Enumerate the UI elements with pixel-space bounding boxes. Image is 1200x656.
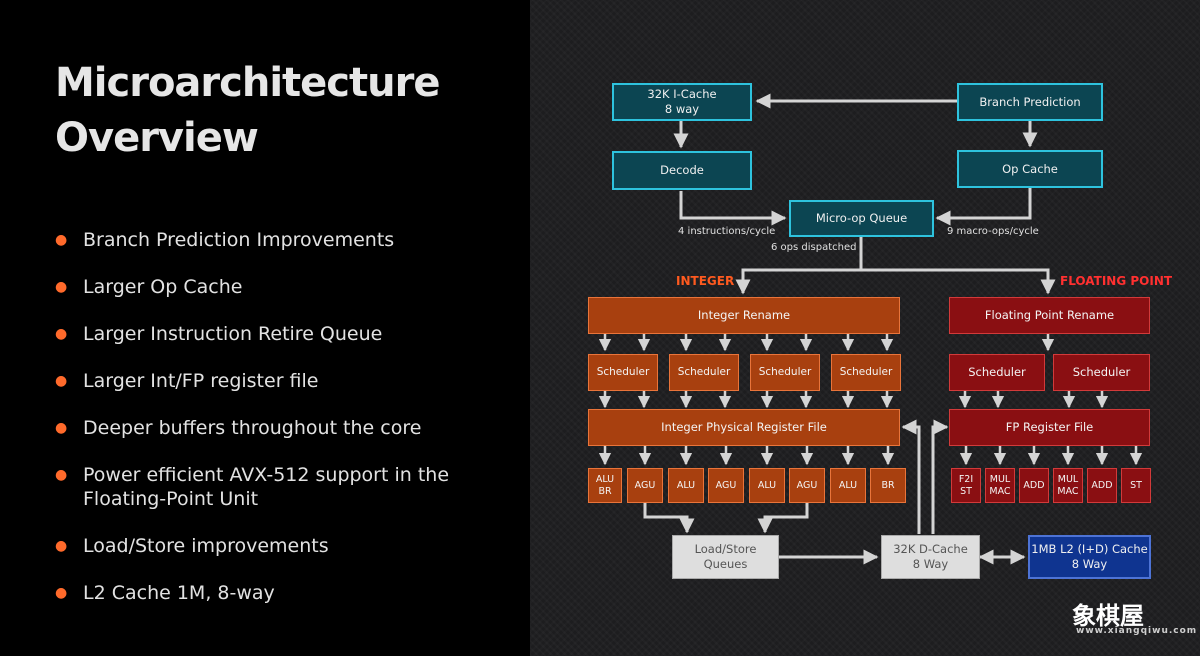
integer-scheduler-box: Scheduler: [831, 354, 901, 391]
bullet-dot-icon: ●: [55, 467, 68, 483]
bullet-text: L2 Cache 1M, 8-way: [83, 582, 275, 604]
decode-box: Decode: [612, 151, 752, 190]
bullet-text: Power efficient AVX-512 support in the F…: [83, 464, 450, 510]
fp-unit-add: ADD: [1019, 468, 1049, 503]
slide-title-line-1: Microarchitecture: [55, 60, 440, 106]
bullet-list: ● Branch Prediction Improvements ● Larger …: [55, 228, 485, 605]
fp-unit-mul-mac: MUL MAC: [1053, 468, 1083, 503]
bullet-item: ● Larger Instruction Retire Queue: [55, 322, 485, 346]
icache-box: 32K I-Cache 8 way: [612, 83, 752, 121]
label-6-ops-dispatched: 6 ops dispatched: [771, 242, 857, 253]
fp-register-file-box: FP Register File: [949, 409, 1150, 446]
integer-heading: INTEGER: [676, 274, 735, 288]
integer-unit-alu: ALU: [668, 468, 704, 503]
fp-unit-add: ADD: [1087, 468, 1117, 503]
bullet-item: ● Load/Store improvements: [55, 534, 485, 558]
bullet-dot-icon: ●: [55, 420, 68, 436]
integer-unit-alu: ALU: [830, 468, 866, 503]
integer-unit-agu: AGU: [627, 468, 663, 503]
op-cache-box: Op Cache: [957, 150, 1103, 188]
bullet-item: ● Branch Prediction Improvements: [55, 228, 485, 252]
bullet-dot-icon: ●: [55, 279, 68, 295]
integer-unit-agu: AGU: [708, 468, 744, 503]
fp-rename-box: Floating Point Rename: [949, 297, 1150, 334]
slide-title-line-2: Overview: [55, 115, 259, 161]
integer-unit-alu: ALU: [749, 468, 785, 503]
label-4-instructions: 4 instructions/cycle: [678, 226, 776, 237]
bullet-dot-icon: ●: [55, 538, 68, 554]
bullet-item: ● Larger Int/FP register file: [55, 369, 485, 393]
load-store-queues-box: Load/Store Queues: [672, 535, 779, 579]
dcache-box: 32K D-Cache 8 Way: [881, 535, 980, 579]
bullet-text: Deeper buffers throughout the core: [83, 417, 422, 439]
bullet-text: Larger Int/FP register file: [83, 370, 319, 392]
watermark-url: www.xiangqiwu.com: [1076, 626, 1198, 636]
fp-unit-f2i-st: F2I ST: [951, 468, 981, 503]
micro-op-queue-box: Micro-op Queue: [789, 200, 934, 237]
floating-point-heading: FLOATING POINT: [1060, 274, 1173, 288]
integer-scheduler-box: Scheduler: [669, 354, 739, 391]
integer-unit-agu: AGU: [789, 468, 825, 503]
integer-unit-br: BR: [870, 468, 906, 503]
fp-scheduler-box: Scheduler: [949, 354, 1045, 391]
watermark-logo: 象棋屋: [1072, 602, 1144, 630]
bullet-item: ● L2 Cache 1M, 8-way: [55, 581, 485, 605]
bullet-text: Branch Prediction Improvements: [83, 229, 395, 251]
bullet-dot-icon: ●: [55, 373, 68, 389]
bullet-text: Larger Instruction Retire Queue: [83, 323, 383, 345]
label-9-macro-ops: 9 macro-ops/cycle: [947, 226, 1039, 237]
integer-scheduler-box: Scheduler: [588, 354, 658, 391]
bullet-item: ● Larger Op Cache: [55, 275, 485, 299]
bullet-dot-icon: ●: [55, 326, 68, 342]
branch-prediction-box: Branch Prediction: [957, 83, 1103, 121]
bullet-text: Load/Store improvements: [83, 535, 329, 557]
integer-register-file-box: Integer Physical Register File: [588, 409, 900, 446]
bullet-dot-icon: ●: [55, 585, 68, 601]
slide-text-panel: Microarchitecture Overview ● Branch Predi…: [0, 0, 530, 656]
bullet-item: ● Power efficient AVX-512 support in the …: [55, 463, 485, 511]
fp-scheduler-box: Scheduler: [1053, 354, 1150, 391]
bullet-item: ● Deeper buffers throughout the core: [55, 416, 485, 440]
fp-unit-mul-mac: MUL MAC: [985, 468, 1015, 503]
integer-scheduler-box: Scheduler: [750, 354, 820, 391]
bullet-dot-icon: ●: [55, 232, 68, 248]
integer-rename-box: Integer Rename: [588, 297, 900, 334]
bullet-text: Larger Op Cache: [83, 276, 243, 298]
integer-unit-alu-br: ALU BR: [588, 468, 622, 503]
l2-cache-box: 1MB L2 (I+D) Cache 8 Way: [1028, 535, 1151, 579]
fp-unit-st: ST: [1121, 468, 1151, 503]
